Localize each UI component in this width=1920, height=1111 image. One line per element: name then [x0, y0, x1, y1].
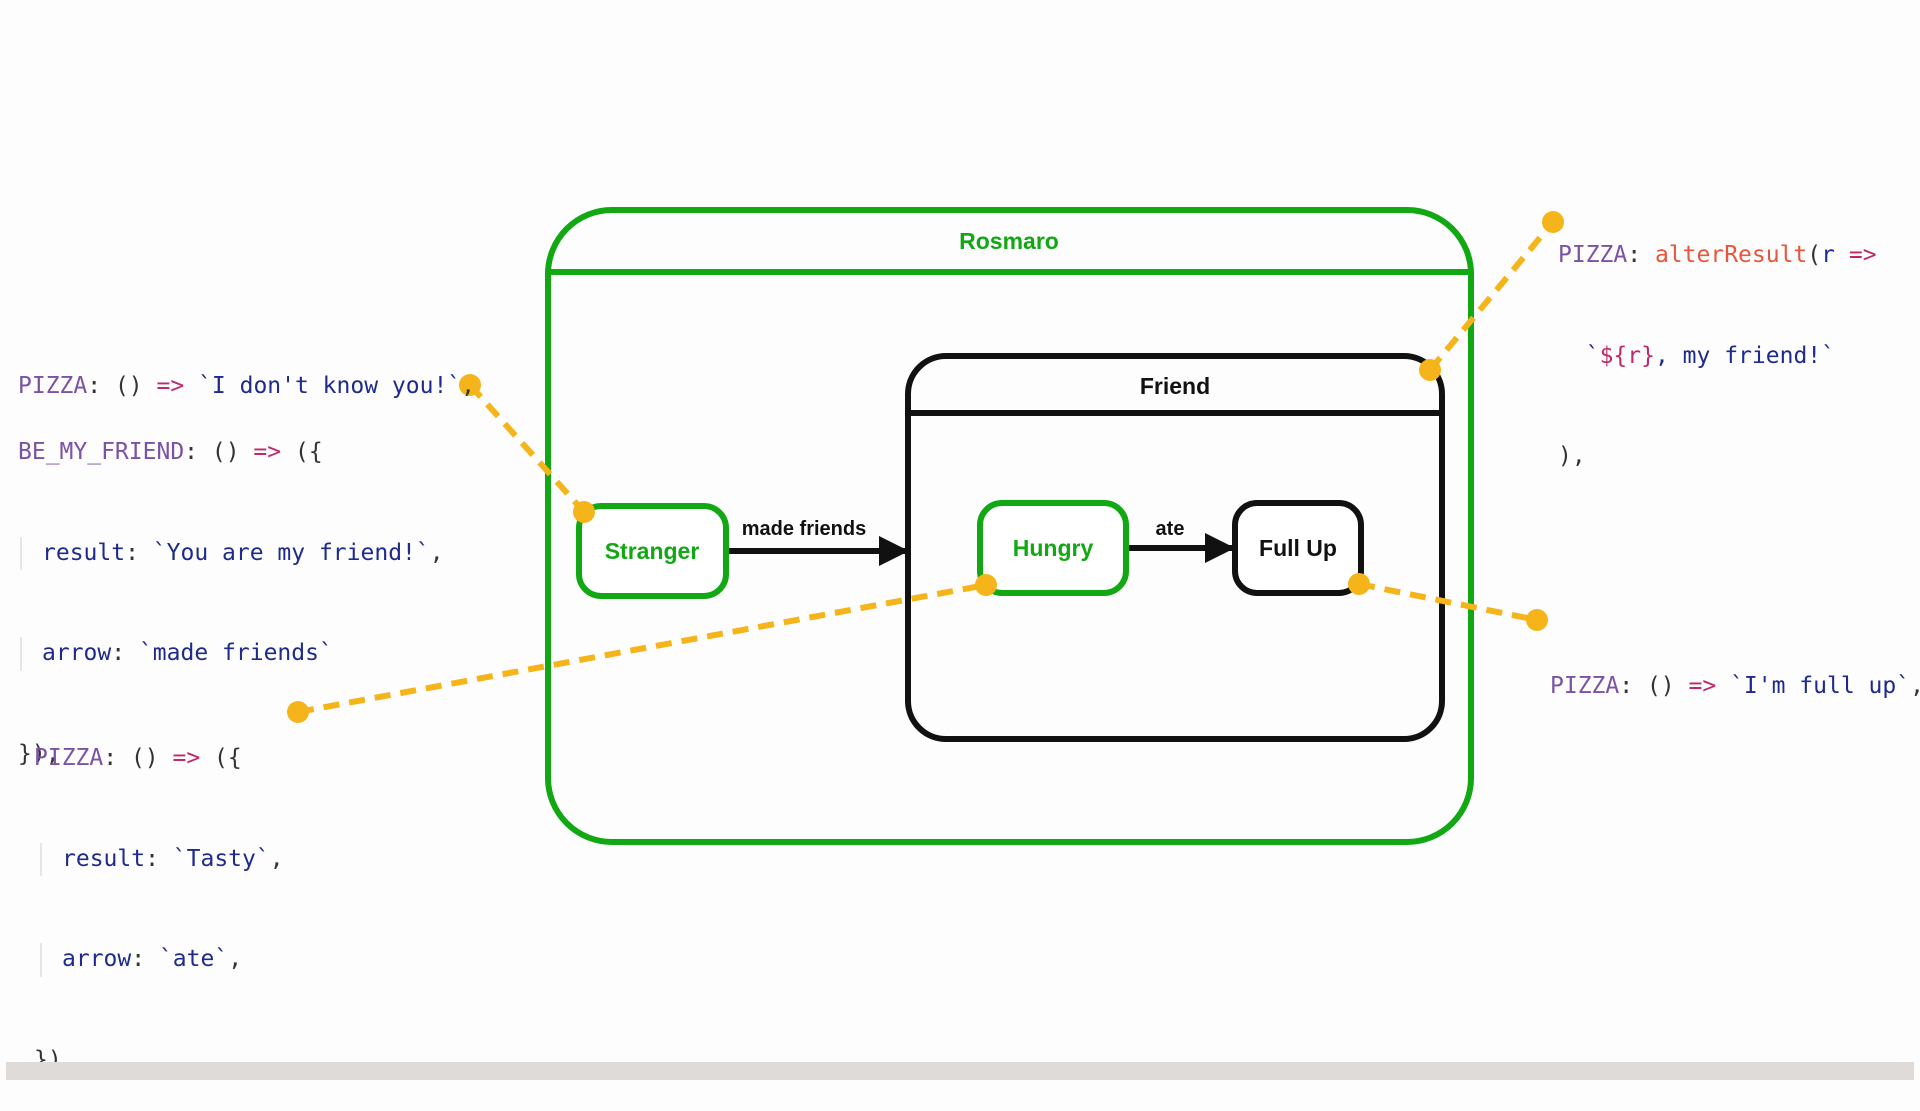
code-line: `${r}, my friend!` [1585, 342, 1836, 369]
connector-dot [459, 374, 481, 396]
connector-dot [1526, 609, 1548, 631]
state-hungry-label: Hungry [1013, 535, 1094, 561]
connector-friend-handler [1427, 220, 1556, 372]
code-line: }), [18, 740, 60, 767]
connector-dot [975, 574, 997, 596]
state-hungry[interactable]: Hungry [977, 500, 1129, 596]
state-diagram: Rosmaro Friend Stranger Hungry Full Up m… [287, 207, 1564, 845]
transition-made-friends-label: made friends [742, 518, 866, 540]
state-rosmaro-label: Rosmaro [959, 228, 1059, 254]
connector-dot [1542, 211, 1564, 233]
code-friend-pizza: PIZZA: alterResult(r => `${r}, my friend… [1558, 172, 1877, 507]
code-hungry-pizza: PIZZA: () => ({ result: `Tasty`, arrow: … [34, 675, 284, 1111]
connector-dot [573, 501, 595, 523]
state-stranger-label: Stranger [605, 538, 700, 564]
code-line: BE_MY_FRIEND: () => ({ [18, 439, 323, 465]
connector-hungry-handler [297, 582, 987, 715]
connector-dot [287, 701, 309, 723]
connector-full-up-handler [1358, 581, 1538, 623]
bottom-bar [6, 1062, 1914, 1080]
code-line: result: `Tasty`, [40, 842, 284, 876]
connector-dot [1348, 573, 1370, 595]
connector-stranger-handler [467, 382, 587, 515]
connector-dot [1419, 359, 1441, 381]
code-line: PIZZA: () => `I don't know you!`, [18, 373, 476, 399]
code-line: PIZZA: alterResult(r => [1558, 242, 1877, 268]
code-line: result: `You are my friend!`, [20, 536, 444, 570]
transition-ate-label: ate [1156, 518, 1185, 540]
code-line: ), [1558, 443, 1586, 469]
transition-made-friends[interactable]: made friends [729, 518, 909, 566]
state-stranger[interactable]: Stranger [576, 503, 729, 599]
code-line: PIZZA: () => ({ [34, 745, 242, 771]
state-rosmaro[interactable]: Rosmaro [545, 207, 1474, 845]
code-line: arrow: `made friends` [20, 637, 444, 671]
state-friend-label: Friend [1140, 373, 1210, 399]
state-full-up[interactable]: Full Up [1232, 500, 1364, 596]
code-stranger-be-my-friend: BE_MY_FRIEND: () => ({ result: `You are … [18, 369, 444, 805]
code-full-up-pizza: PIZZA: () => `I'm full up`, [1550, 603, 1920, 737]
transition-ate[interactable]: ate [1129, 518, 1235, 563]
code-stranger-pizza: PIZZA: () => `I don't know you!`, [18, 303, 475, 437]
code-line: PIZZA: () => `I'm full up`, [1550, 673, 1920, 699]
code-line: arrow: `ate`, [40, 943, 284, 977]
state-full-up-label: Full Up [1259, 535, 1337, 561]
